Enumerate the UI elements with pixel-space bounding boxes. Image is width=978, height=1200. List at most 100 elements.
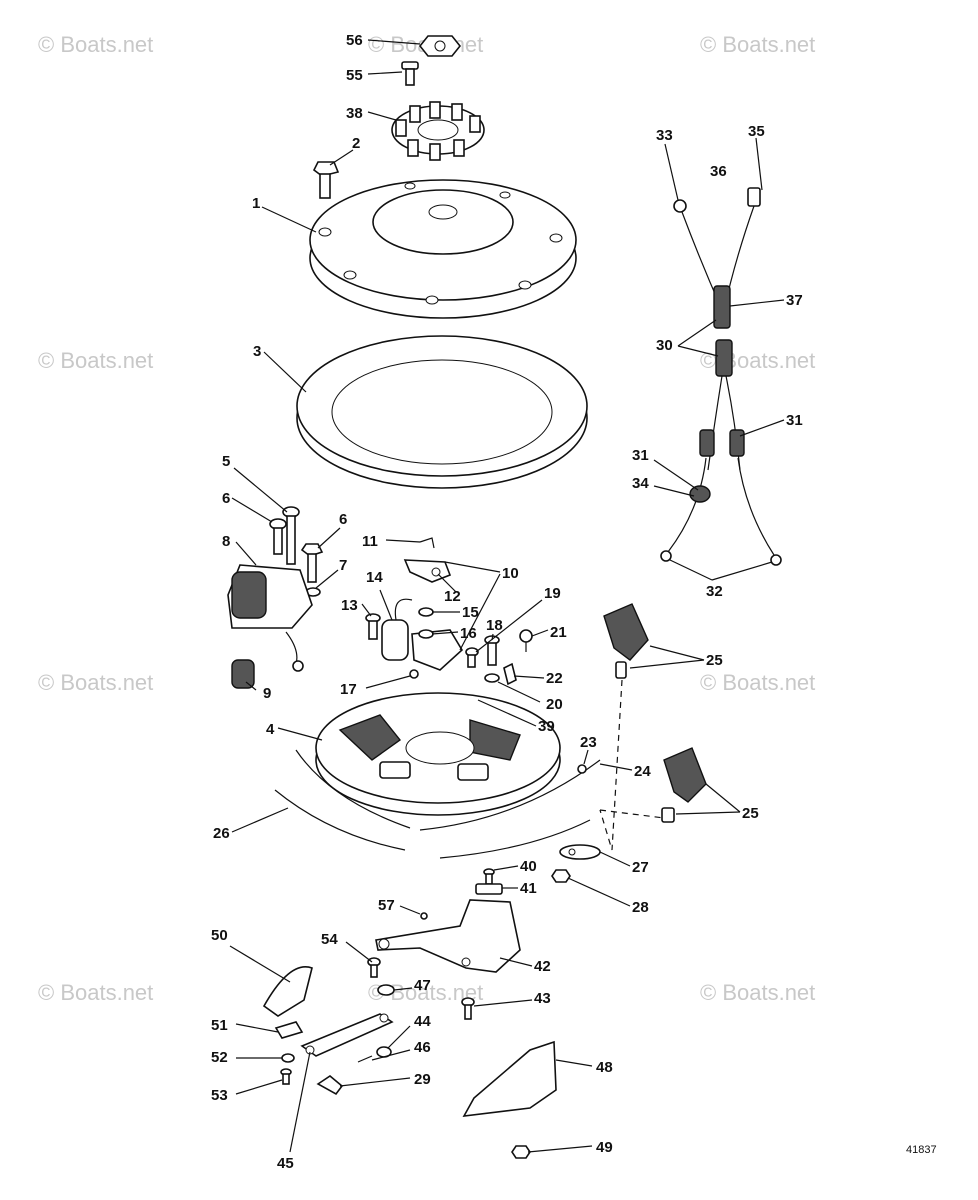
label-27: 27 (632, 859, 649, 876)
part-terminal-27 (559, 844, 601, 860)
part-clip-21 (519, 629, 533, 652)
part-key-22 (503, 662, 517, 686)
part-bracket-42 (375, 899, 521, 973)
label-43: 43 (534, 990, 551, 1007)
part-screw-13 (365, 613, 381, 640)
part-plate-41 (475, 883, 503, 895)
leader-lines (229, 39, 785, 1153)
label-8: 8 (222, 533, 230, 550)
label-41: 41 (520, 880, 537, 897)
part-screw-55 (401, 61, 419, 86)
part-clip-29 (316, 1075, 344, 1096)
label-34: 34 (632, 475, 649, 492)
label-6b: 6 (339, 511, 347, 528)
label-3: 3 (253, 343, 261, 360)
label-11: 11 (362, 533, 378, 550)
label-6: 6 (222, 490, 230, 507)
label-33: 33 (656, 127, 673, 144)
part-boot-9 (231, 659, 255, 689)
part-screw-5 (282, 506, 300, 565)
watermarks: © Boats.net © Boats.net © Boats.net © Bo… (38, 32, 815, 1005)
part-screw-49 (511, 1145, 531, 1159)
label-39: 38 (346, 105, 363, 122)
part-washer-47 (377, 984, 395, 996)
part-bolt-2 (312, 161, 340, 199)
label-48: 48 (596, 1059, 613, 1076)
part-ring-3 (296, 335, 588, 489)
part-screw-54 (367, 957, 381, 978)
part-number-labels: 56 55 38 2 1 3 5 6 6 7 8 9 10 11 12 13 1… (211, 32, 803, 1172)
label-31: 31 (786, 412, 803, 429)
part-washer-16 (418, 629, 434, 639)
part-plate-51 (274, 1021, 304, 1039)
part-spark-cap-25a (603, 603, 649, 679)
part-screw-17 (409, 669, 419, 679)
label-42: 42 (534, 958, 551, 975)
label-22: 22 (546, 670, 563, 687)
label-57: 57 (378, 897, 395, 914)
label-36: 36 (710, 163, 727, 180)
label-7: 7 (339, 557, 347, 574)
label-5: 5 (222, 453, 230, 470)
label-51: 51 (211, 1017, 228, 1034)
part-cable-harness (660, 187, 782, 566)
part-stator-plate-4 (315, 692, 561, 816)
watermark: © Boats.net (38, 670, 153, 695)
label-55: 55 (346, 67, 363, 84)
watermark: © Boats.net (38, 980, 153, 1005)
part-toothed-ring-39 (391, 101, 485, 161)
part-cover-50 (262, 966, 313, 1017)
watermark: © Boats.net (700, 670, 815, 695)
label-30: 30 (656, 337, 673, 354)
label-20: 20 (546, 696, 563, 713)
part-screw-15 (418, 607, 434, 617)
part-screw-19 (465, 647, 479, 668)
label-26: 26 (213, 825, 230, 842)
part-screw-40 (483, 868, 495, 885)
part-band-26 (274, 749, 601, 859)
part-screw-18 (484, 635, 500, 666)
label-35: 35 (748, 123, 765, 140)
label-15: 15 (462, 604, 479, 621)
label-28: 28 (632, 899, 649, 916)
label-31b: 31 (632, 447, 649, 464)
dashed-leader (599, 809, 665, 819)
part-screw-53 (280, 1068, 292, 1085)
label-49: 49 (596, 1139, 613, 1156)
part-shield-48 (462, 1040, 557, 1117)
part-screw-43 (461, 997, 475, 1020)
label-45: 45 (277, 1155, 294, 1172)
part-washer-20 (484, 673, 500, 683)
label-14: 14 (366, 569, 383, 586)
label-21: 21 (550, 624, 567, 641)
label-52: 52 (211, 1049, 228, 1066)
label-54: 54 (321, 931, 338, 948)
part-clip-23 (577, 764, 587, 774)
label-13: 13 (341, 597, 358, 614)
label-16: 16 (460, 625, 477, 642)
label-9: 9 (263, 685, 271, 702)
part-link-45 (300, 1013, 394, 1057)
label-47: 47 (414, 977, 431, 994)
label-53: 53 (211, 1087, 228, 1104)
label-2: 2 (352, 135, 360, 152)
part-spring-46 (357, 1055, 373, 1063)
label-24: 24 (634, 763, 651, 780)
label-4: 4 (266, 721, 275, 738)
part-nut-56 (418, 35, 462, 57)
label-19: 19 (544, 585, 561, 602)
part-washer-52 (281, 1053, 295, 1063)
part-pin-57 (420, 912, 428, 920)
watermark: © Boats.net (700, 980, 815, 1005)
label-1: 1 (252, 195, 260, 212)
label-12: 12 (444, 588, 461, 605)
label-46: 46 (414, 1039, 431, 1056)
label-40: 40 (520, 858, 537, 875)
label-23: 23 (580, 734, 597, 751)
part-screw-6 (269, 518, 287, 555)
part-screw-28 (551, 869, 571, 883)
part-condenser-14 (381, 598, 413, 661)
part-plate-1 (309, 179, 577, 319)
watermark: © Boats.net (700, 32, 815, 57)
